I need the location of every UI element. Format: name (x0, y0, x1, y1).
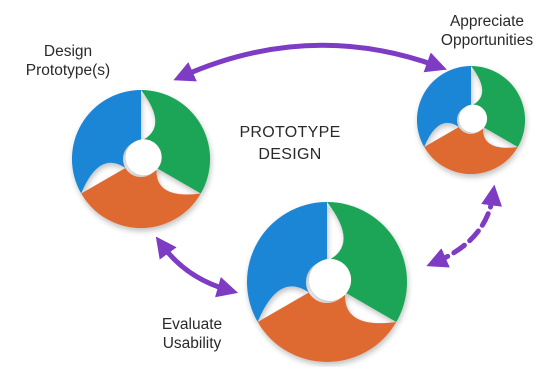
orange-segment (424, 127, 518, 175)
design-to-evaluate-arrow (155, 236, 239, 298)
evaluate-usability-label: Evaluate Usability (161, 316, 223, 352)
design-to-appreciate-arrow (173, 42, 447, 82)
orange-segment (81, 168, 201, 229)
evaluate-usability-circle (246, 202, 408, 363)
blue-segment (71, 89, 141, 194)
center-hole (125, 139, 162, 176)
blue-segment (416, 65, 471, 147)
cycle-arrows (155, 42, 503, 298)
green-segment (471, 65, 526, 147)
evaluate-to-appreciate-arrow (426, 184, 503, 268)
design-prototypes-label: Design Prototype(s) (25, 43, 111, 79)
center-title: PROTOTYPE DESIGN (239, 124, 341, 163)
blue-segment (246, 202, 327, 322)
design-prototypes-circle (71, 89, 211, 229)
orange-segment (257, 292, 397, 363)
center-hole (309, 258, 352, 301)
appreciate-opportunities-label: Appreciate Opportunities (440, 13, 534, 49)
center-hole (459, 104, 488, 133)
appreciate-opportunities-circle (416, 65, 526, 175)
